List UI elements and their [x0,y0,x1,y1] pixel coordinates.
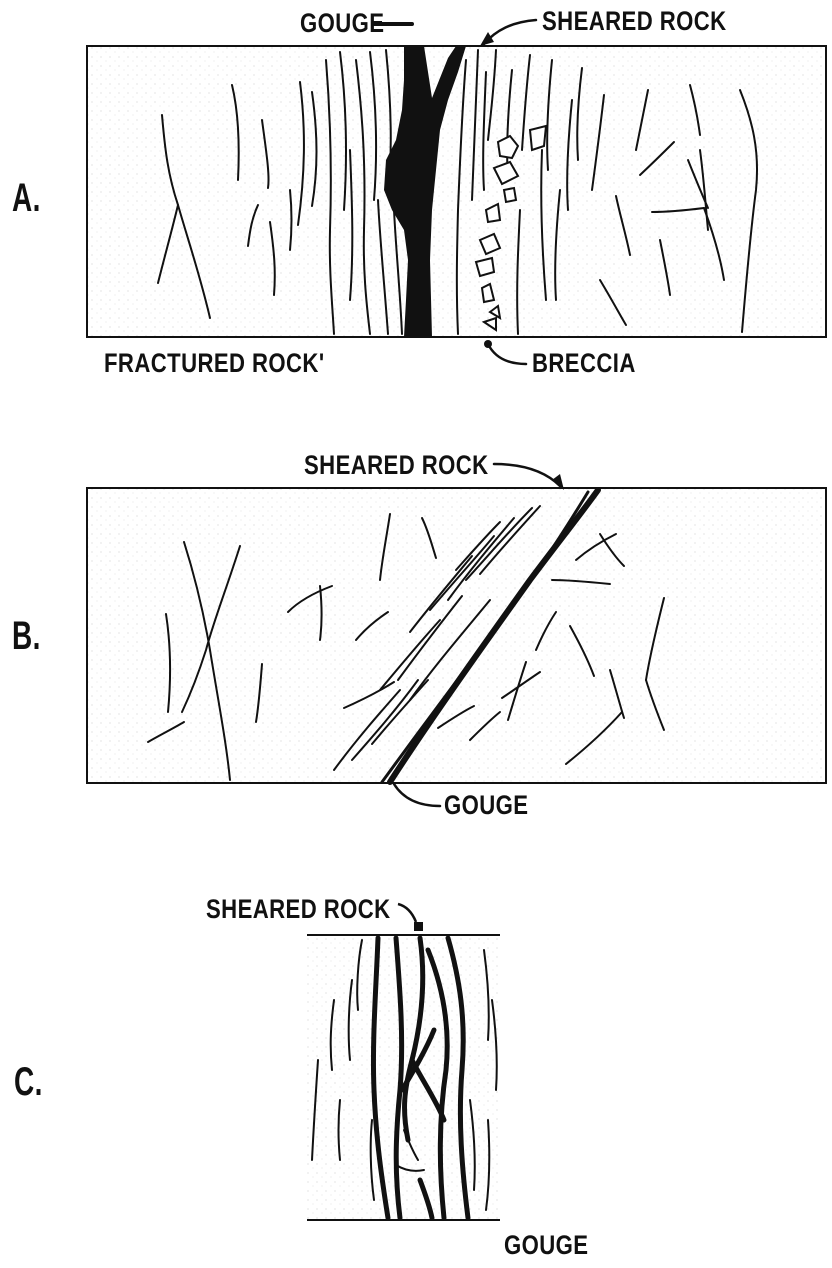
panel-b-gouge-leader [394,784,440,806]
panel-a-sheared-rock-label: SHEARED ROCK [542,6,727,37]
panel-b-letter: B. [12,614,41,659]
panel-c-leader-marker [414,922,423,931]
panel-a [87,20,826,364]
panel-b-sheared-leader [494,464,560,486]
panel-a-breccia-leader [488,344,526,364]
panel-b [87,464,826,806]
panel-c-field [307,936,500,1219]
panel-b-frame [87,488,826,783]
panel-a-letter: A. [12,176,41,221]
panel-b-sheared-rock-label: SHEARED ROCK [304,450,489,481]
panel-a-breccia-label: BRECCIA [532,348,636,379]
panel-a-sheared-arrowhead [480,32,494,46]
panel-a-breccia-dot [484,340,492,348]
panel-a-fractured-rock-label: FRACTURED ROCK' [104,348,325,379]
panel-c [307,904,500,1220]
panel-b-gouge-label: GOUGE [444,790,528,821]
panel-c-letter: C. [14,1060,43,1105]
panel-c-gouge-label: GOUGE [504,1230,588,1261]
panel-a-gouge-label: GOUGE [300,8,384,39]
panel-c-sheared-leader [398,904,416,922]
panel-c-sheared-rock-label: SHEARED ROCK [206,894,391,925]
